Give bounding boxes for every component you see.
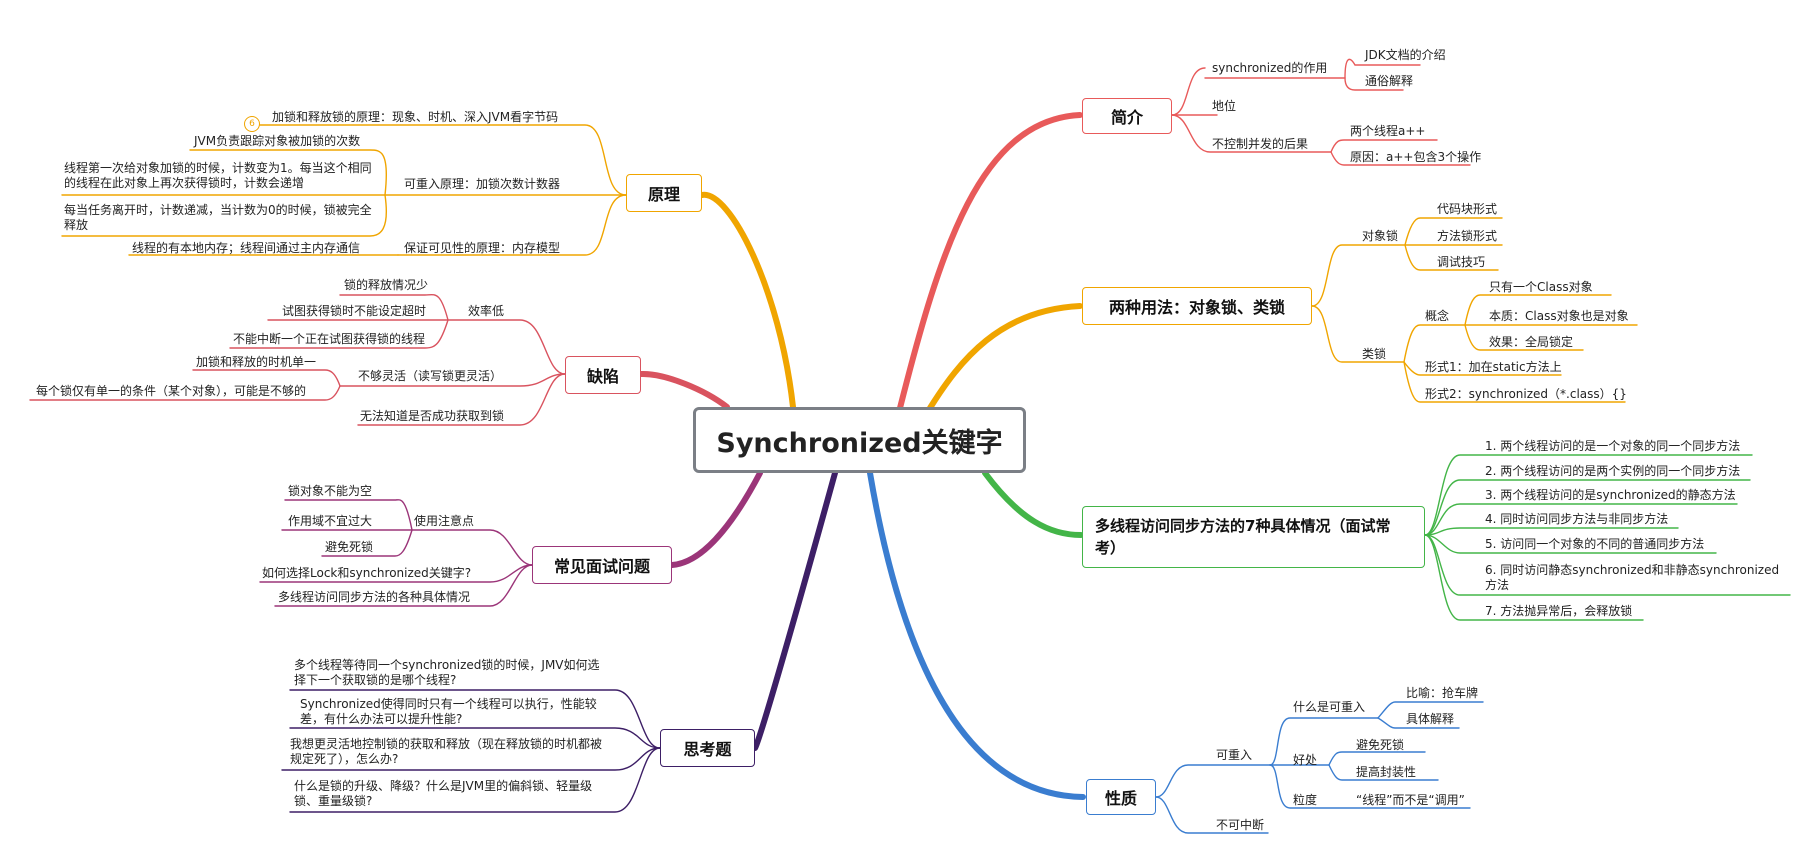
interview-choose[interactable]: 如何选择Lock和synchronized关键字? [262, 566, 472, 580]
nature-uninterruptible[interactable]: 不可中断 [1216, 818, 1265, 832]
attachment-count-badge: 6 [244, 116, 260, 132]
topic-seven-cases[interactable]: 多线程访问同步方法的7种具体情况（面试常考） [1082, 506, 1425, 568]
topic-usage[interactable]: 两种用法：对象锁、类锁 [1082, 287, 1312, 325]
intro-role[interactable]: synchronized的作用 [1212, 61, 1328, 75]
usage-object-lock[interactable]: 对象锁 [1362, 229, 1399, 243]
defect-eff-release[interactable]: 锁的释放情况少 [344, 278, 429, 292]
principle-visibility-detail[interactable]: 线程的有本地内存；线程间通过主内存通信 [132, 241, 361, 255]
case-5[interactable]: 5. 访问同一个对象的不同的普通同步方法 [1485, 537, 1705, 551]
topic-principle[interactable]: 原理 [626, 174, 702, 212]
usage-concept-effect[interactable]: 效果：全局锁定 [1489, 335, 1574, 349]
thinking-q3[interactable]: 我想更灵活地控制锁的获取和释放（现在释放锁的时机都被规定死了），怎么办? [290, 737, 603, 766]
nature-granularity-detail[interactable]: “线程”而不是“调用” [1356, 793, 1465, 807]
principle-reentrant-first[interactable]: 线程第一次给对象加锁的时候，计数变为1。每当这个相同的线程在此对象上再次获得锁时… [64, 161, 372, 190]
usage-class-lock[interactable]: 类锁 [1362, 347, 1387, 361]
nature-granularity[interactable]: 粒度 [1293, 793, 1318, 807]
principle-lock-release[interactable]: 加锁和释放锁的原理：现象、时机、深入JVM看字节码 [272, 110, 559, 124]
usage-form1[interactable]: 形式1：加在static方法上 [1425, 360, 1562, 374]
defect-unknown[interactable]: 无法知道是否成功获取到锁 [360, 409, 505, 423]
nature-what-analogy[interactable]: 比喻：抢车牌 [1406, 686, 1479, 700]
nature-benefit[interactable]: 好处 [1293, 753, 1318, 767]
topic-defects[interactable]: 缺陷 [565, 356, 641, 394]
case-7[interactable]: 7. 方法抛异常后，会释放锁 [1485, 604, 1633, 618]
usage-object-method[interactable]: 方法锁形式 [1437, 229, 1498, 243]
thinking-q2[interactable]: Synchronized使得同时只有一个线程可以执行，性能较差，有什么办法可以提… [300, 697, 597, 726]
principle-reentrant[interactable]: 可重入原理：加锁次数计数器 [404, 177, 561, 191]
defect-eff-interrupt[interactable]: 不能中断一个正在试图获得锁的线程 [233, 332, 426, 346]
interview-notes-scope[interactable]: 作用域不宜过大 [288, 514, 373, 528]
usage-concept[interactable]: 概念 [1425, 309, 1450, 323]
usage-object-debug[interactable]: 调试技巧 [1437, 255, 1486, 269]
case-1[interactable]: 1. 两个线程访问的是一个对象的同一个同步方法 [1485, 439, 1741, 453]
usage-concept-essence[interactable]: 本质：Class对象也是对象 [1489, 309, 1629, 323]
thinking-q1[interactable]: 多个线程等待同一个synchronized锁的时候，JMV如何选择下一个获取锁的… [294, 658, 600, 687]
defect-inflexible[interactable]: 不够灵活（读写锁更灵活） [358, 369, 503, 383]
case-6[interactable]: 6. 同时访问静态synchronized和非静态synchronized方法 [1485, 563, 1780, 592]
interview-cases[interactable]: 多线程访问同步方法的各种具体情况 [278, 590, 471, 604]
central-topic[interactable]: Synchronized关键字 [693, 407, 1026, 473]
usage-object-block[interactable]: 代码块形式 [1437, 202, 1498, 216]
intro-consequence[interactable]: 不控制并发的后果 [1212, 137, 1309, 151]
interview-notes[interactable]: 使用注意点 [414, 514, 475, 528]
nature-benefit-deadlock[interactable]: 避免死锁 [1356, 738, 1405, 752]
principle-visibility[interactable]: 保证可见性的原理：内存模型 [404, 241, 561, 255]
intro-consequence-b[interactable]: 原因：a++包含3个操作 [1350, 150, 1482, 164]
principle-reentrant-jvm[interactable]: JVM负责跟踪对象被加锁的次数 [194, 134, 361, 148]
nature-what-detail[interactable]: 具体解释 [1406, 712, 1455, 726]
usage-concept-one[interactable]: 只有一个Class对象 [1489, 280, 1593, 294]
defect-inflex-condition[interactable]: 每个锁仅有单一的条件（某个对象），可能是不够的 [36, 384, 307, 398]
topic-interview[interactable]: 常见面试问题 [532, 546, 672, 584]
principle-reentrant-leave[interactable]: 每当任务离开时，计数递减，当计数为0的时候，锁被完全释放 [64, 203, 372, 232]
case-3[interactable]: 3. 两个线程访问的是synchronized的静态方法 [1485, 488, 1736, 502]
topic-nature[interactable]: 性质 [1086, 779, 1156, 815]
intro-role-plain[interactable]: 通俗解释 [1365, 74, 1414, 88]
defect-eff-timeout[interactable]: 试图获得锁时不能设定超时 [282, 304, 427, 318]
topic-thinking[interactable]: 思考题 [660, 729, 755, 767]
interview-notes-deadlock[interactable]: 避免死锁 [325, 540, 374, 554]
thinking-q4[interactable]: 什么是锁的升级、降级？什么是JVM里的偏斜锁、轻量级锁、重量级锁? [294, 779, 593, 808]
intro-role-jdk[interactable]: JDK文档的介绍 [1365, 48, 1446, 62]
defect-inflex-timing[interactable]: 加锁和释放的时机单一 [196, 355, 317, 369]
case-2[interactable]: 2. 两个线程访问的是两个实例的同一个同步方法 [1485, 464, 1741, 478]
defect-efficiency[interactable]: 效率低 [468, 304, 505, 318]
case-4[interactable]: 4. 同时访问同步方法与非同步方法 [1485, 512, 1669, 526]
usage-form2[interactable]: 形式2：synchronized（*.class）{} [1425, 387, 1627, 401]
nature-benefit-encap[interactable]: 提高封装性 [1356, 765, 1417, 779]
interview-notes-null[interactable]: 锁对象不能为空 [288, 484, 373, 498]
intro-position[interactable]: 地位 [1212, 99, 1237, 113]
topic-intro[interactable]: 简介 [1082, 98, 1172, 134]
nature-what[interactable]: 什么是可重入 [1293, 700, 1366, 714]
nature-reentrant[interactable]: 可重入 [1216, 748, 1253, 762]
intro-consequence-a[interactable]: 两个线程a++ [1350, 124, 1426, 138]
